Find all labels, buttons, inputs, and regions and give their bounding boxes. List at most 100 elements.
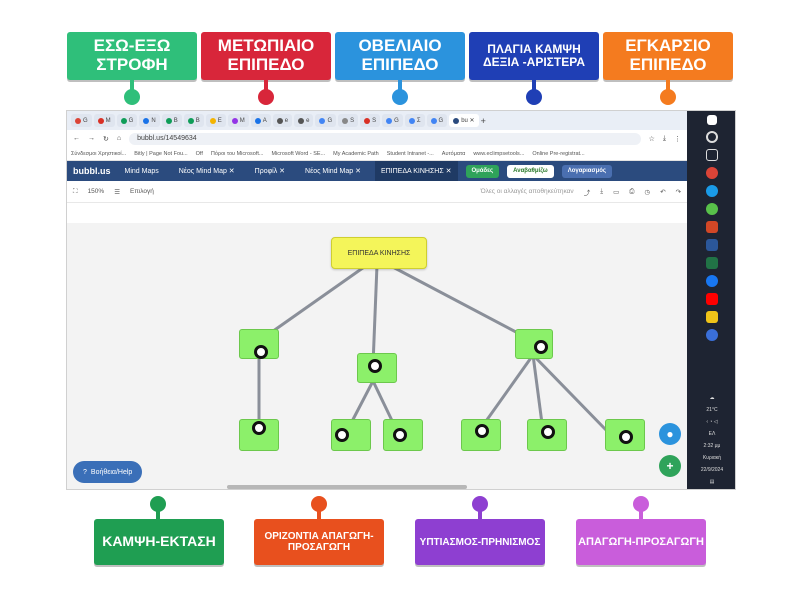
- browser-tab[interactable]: G: [426, 114, 448, 127]
- clock-time[interactable]: 2:32 μμ: [703, 443, 721, 449]
- label-top-1[interactable]: ΜΕΤΩΠΙΑΙΟ ΕΠΙΠΕΔΟ: [201, 32, 331, 80]
- drop-target[interactable]: [541, 425, 555, 439]
- drop-target[interactable]: [534, 340, 548, 354]
- bookmark-item[interactable]: Σύνδεσμοι Χρηστικοί...: [71, 150, 127, 157]
- label-top-0[interactable]: ΕΣΩ-ΕΞΩ ΣΤΡΟΦΗ: [67, 32, 197, 80]
- notification-icon[interactable]: ▤: [709, 479, 715, 485]
- url-input[interactable]: bubbl.us/14549634: [129, 132, 641, 145]
- label-bottom-2[interactable]: ΥΠΤΙΑΣΜΟΣ-ΠΡΗΝΙΣΜΟΣ: [415, 519, 545, 565]
- groups-button[interactable]: Ομάδες: [465, 164, 500, 178]
- browser-tab[interactable]: B: [183, 114, 204, 127]
- bookmark-item[interactable]: Αυτόματα: [441, 150, 466, 157]
- tab-new-mind-map[interactable]: Νέος Mind Map ✕: [178, 168, 235, 175]
- share-icon[interactable]: ⤴: [583, 189, 591, 197]
- zoom-level[interactable]: 150%: [87, 188, 105, 195]
- label-bottom-0[interactable]: ΚΑΜΨΗ-ΕΚΤΑΣΗ: [94, 519, 224, 565]
- label-bottom-1[interactable]: ΟΡΙΖΟΝΤΙΑ ΑΠΑΓΩΓΗ-ΠΡΟΣΑΓΩΓΗ: [254, 519, 384, 565]
- print-icon[interactable]: ⎙: [629, 187, 635, 195]
- drop-target[interactable]: [254, 345, 268, 359]
- browser-tab[interactable]: e: [272, 114, 293, 127]
- reload-icon[interactable]: ↻: [103, 135, 109, 143]
- export-icon[interactable]: ⤓: [600, 187, 604, 195]
- edge-icon[interactable]: [706, 185, 718, 197]
- label-top-2[interactable]: ΟΒΕΛΙΑΙΟ ΕΠΙΠΕΔΟ: [335, 32, 465, 80]
- bookmark-item[interactable]: Online Pre-registrat...: [532, 150, 585, 157]
- powerpoint-icon[interactable]: [706, 221, 718, 233]
- tab-new-mind-map-2[interactable]: Νέος Mind Map ✕: [305, 168, 361, 175]
- bookmark-item[interactable]: www.eclimpsetools...: [473, 150, 525, 157]
- horizontal-scrollbar[interactable]: [227, 485, 467, 489]
- windows-start-icon[interactable]: [707, 115, 717, 125]
- mindmap-canvas[interactable]: ΕΠΙΠΕΔΑ ΚΙΝΗΣΗΣ ? Βοήθεια/Help: [67, 223, 687, 489]
- bookmark-item[interactable]: Πόροι του Microsoft...: [210, 150, 264, 157]
- undo-icon[interactable]: ↶: [660, 188, 666, 196]
- browser-tab[interactable]: S: [338, 114, 359, 127]
- tab-profile[interactable]: Προφίλ ✕: [254, 168, 286, 175]
- drop-target[interactable]: [619, 430, 633, 444]
- files-icon[interactable]: [706, 311, 718, 323]
- browser-tab[interactable]: G: [315, 114, 337, 127]
- forward-icon[interactable]: →: [88, 135, 95, 142]
- history-icon[interactable]: ◷: [644, 188, 651, 196]
- language-indicator[interactable]: ΕΛ: [708, 431, 716, 437]
- browser-tab[interactable]: Σ: [404, 114, 425, 127]
- new-tab-icon[interactable]: +: [480, 115, 486, 126]
- teams-icon[interactable]: [706, 329, 718, 341]
- chrome-icon[interactable]: [706, 167, 718, 179]
- label-bottom-3[interactable]: ΑΠΑΓΩΓΗ-ΠΡΟΣΑΓΩΓΗ: [576, 519, 706, 565]
- back-icon[interactable]: ←: [73, 135, 80, 142]
- fit-screen-icon[interactable]: ⛶: [73, 187, 78, 195]
- present-icon[interactable]: ▭: [613, 188, 620, 196]
- star-icon[interactable]: ☆: [648, 135, 655, 143]
- browser-tab[interactable]: G: [116, 114, 138, 127]
- system-tray-icons[interactable]: ‹ ◔ ◁: [706, 419, 718, 425]
- browser-tab[interactable]: M: [93, 114, 115, 127]
- browser-tab[interactable]: G: [382, 114, 403, 127]
- search-icon[interactable]: [706, 131, 718, 143]
- drop-target[interactable]: [368, 359, 382, 373]
- redo-icon[interactable]: ↷: [675, 188, 681, 196]
- hamburger-icon[interactable]: ☰: [114, 188, 121, 196]
- add-node-button[interactable]: +: [659, 455, 681, 477]
- label-top-3[interactable]: ΠΛΑΓΙΑ ΚΑΜΨΗ ΔΕΞΙΑ -ΑΡΙΣΤΕΡΑ: [469, 32, 599, 80]
- bookmark-item[interactable]: Off: [195, 150, 203, 157]
- weather-temp[interactable]: 21°C: [706, 407, 718, 413]
- app-icon[interactable]: [706, 203, 718, 215]
- lightbulb-button[interactable]: ●: [659, 423, 681, 445]
- facebook-icon[interactable]: [706, 275, 718, 287]
- bookmark-item[interactable]: Bitly | Page Not Fou...: [134, 150, 188, 157]
- browser-tab[interactable]: M: [227, 114, 249, 127]
- bookmark-item[interactable]: My Academic Path: [333, 150, 379, 157]
- drop-target[interactable]: [252, 421, 266, 435]
- browser-tab[interactable]: B: [161, 114, 182, 127]
- drop-target[interactable]: [393, 428, 407, 442]
- excel-icon[interactable]: [706, 257, 718, 269]
- task-view-icon[interactable]: [706, 149, 718, 161]
- word-icon[interactable]: [706, 239, 718, 251]
- browser-tab[interactable]: e: [294, 114, 314, 127]
- browser-tab[interactable]: A: [250, 114, 271, 127]
- bookmark-item[interactable]: Microsoft Word - SE...: [271, 150, 326, 157]
- drop-target[interactable]: [335, 428, 349, 442]
- account-button[interactable]: Λογαριασμός: [561, 164, 613, 178]
- mindmap-node[interactable]: [527, 419, 567, 451]
- root-node[interactable]: ΕΠΙΠΕΔΑ ΚΙΝΗΣΗΣ: [331, 237, 427, 269]
- select-tool[interactable]: Επιλογή: [130, 188, 154, 195]
- tab-mind-maps[interactable]: Mind Maps: [124, 167, 159, 175]
- youtube-icon[interactable]: [706, 293, 718, 305]
- download-icon[interactable]: ⤓: [662, 134, 666, 142]
- browser-tab[interactable]: S: [360, 114, 381, 127]
- help-button[interactable]: ? Βοήθεια/Help: [73, 461, 143, 483]
- weather-icon[interactable]: ☁: [709, 395, 715, 401]
- label-top-4[interactable]: ΕΓΚΑΡΣΙΟ ΕΠΙΠΕΔΟ: [603, 32, 733, 80]
- upgrade-button[interactable]: Αναβαθμίζω: [507, 164, 554, 178]
- drop-target[interactable]: [475, 424, 489, 438]
- browser-tab[interactable]: N: [139, 114, 160, 127]
- browser-tab[interactable]: G: [71, 114, 92, 127]
- menu-icon[interactable]: ⋮: [674, 135, 681, 143]
- browser-tab-active[interactable]: bu ✕: [449, 114, 479, 127]
- tab-epipeda-kinisis[interactable]: ΕΠΙΠΕΔΑ ΚΙΝΗΣΗΣ ✕: [374, 161, 458, 181]
- home-icon[interactable]: ⌂: [116, 135, 122, 142]
- browser-tab[interactable]: E: [205, 114, 226, 127]
- bookmark-item[interactable]: Student Intranet -...: [386, 150, 434, 157]
